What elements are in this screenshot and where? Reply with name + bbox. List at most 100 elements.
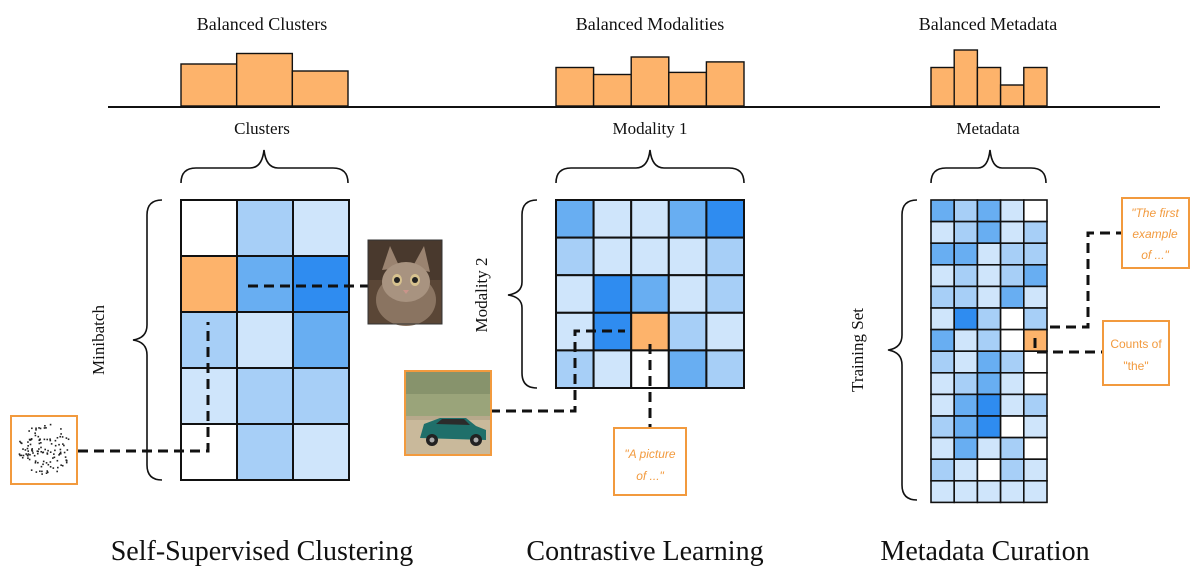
point-cloud-dot <box>30 438 33 441</box>
panel-title-clusters: Balanced Clusters <box>197 14 327 34</box>
cluster-assignment-grid <box>180 199 350 481</box>
histogram-bar <box>953 49 979 107</box>
point-cloud-dot <box>36 452 39 455</box>
grid-cell <box>999 458 1025 482</box>
point-cloud-dot <box>38 427 40 429</box>
point-cloud-dot <box>65 461 68 464</box>
side-brace-minibatch <box>132 199 163 481</box>
point-cloud-dot <box>52 457 54 459</box>
grid-cell <box>292 199 350 257</box>
grid-cell <box>1022 458 1048 482</box>
point-cloud-dot <box>37 461 39 464</box>
point-cloud-dot <box>63 444 65 447</box>
grid-cell <box>667 274 708 314</box>
histogram-bar <box>668 71 708 107</box>
caption-note-box: "A picture of ..." <box>613 427 687 496</box>
grid-cell <box>1022 263 1048 288</box>
counts-note-line-1: Counts of <box>1110 337 1162 351</box>
histogram-bar <box>705 61 745 107</box>
point-cloud-dot <box>34 461 37 464</box>
point-cloud-dot <box>42 460 45 463</box>
grid-cell <box>180 199 238 257</box>
point-cloud-dot <box>46 470 49 472</box>
grid-cell <box>930 371 956 396</box>
grid-cell <box>953 458 979 482</box>
grid-cell <box>705 311 746 352</box>
point-cloud-dot <box>54 449 56 452</box>
grid-cell <box>953 479 979 504</box>
point-cloud-dot <box>41 470 43 473</box>
point-cloud-dot <box>65 437 68 439</box>
grid-cell <box>1022 479 1048 504</box>
side-brace-modality-2 <box>507 199 538 389</box>
grid-cell <box>976 199 1002 223</box>
point-cloud-dot <box>53 453 55 455</box>
grid-cell <box>630 274 670 314</box>
point-cloud-dot <box>49 465 52 468</box>
point-cloud-thumbnail <box>10 415 78 485</box>
grid-cell <box>976 263 1002 288</box>
histogram-bar <box>235 52 294 107</box>
grid-cell <box>999 328 1025 353</box>
grid-cell <box>930 263 956 288</box>
grid-cell <box>236 311 294 369</box>
histogram-modalities <box>555 56 745 107</box>
grid-cell <box>999 436 1025 461</box>
histogram-bar <box>555 66 595 107</box>
point-cloud-dot <box>44 425 46 427</box>
point-cloud-dot <box>60 433 62 435</box>
point-cloud-dot <box>21 456 24 459</box>
point-cloud-dot <box>66 449 69 451</box>
panel-title-modalities: Balanced Modalities <box>576 14 724 34</box>
point-cloud-dot <box>49 438 51 440</box>
grid-cell <box>930 220 956 245</box>
point-cloud-dot <box>54 439 57 442</box>
grid-cell <box>976 350 1002 374</box>
counts-note-line-2: "the" <box>1123 359 1148 373</box>
grid-cell <box>292 311 350 369</box>
point-cloud-dot <box>49 461 52 463</box>
grid-cell <box>999 479 1025 504</box>
dashed-connectors <box>78 231 1122 453</box>
grid-cell <box>236 199 294 257</box>
counts-note-box: Counts of "the" <box>1102 320 1170 386</box>
point-cloud-dot <box>33 454 36 457</box>
point-cloud-dot <box>59 452 62 455</box>
grid-cell <box>953 199 979 223</box>
histogram-bar <box>180 63 238 107</box>
point-cloud-dot <box>47 449 49 452</box>
grid-cell <box>976 436 1002 461</box>
point-cloud-dot <box>39 427 42 430</box>
grid-cell <box>1022 285 1048 309</box>
point-cloud-dot <box>45 472 48 474</box>
side-label-minibatch: Minibatch <box>89 305 108 375</box>
point-cloud-dot <box>50 443 53 445</box>
caption-metadata-curation: Metadata Curation <box>880 536 1089 567</box>
grid-cell <box>630 236 670 277</box>
point-cloud-dot <box>57 466 59 469</box>
grid-cell <box>667 311 708 352</box>
grid-cell <box>976 393 1002 417</box>
grid-cell <box>953 415 979 439</box>
point-cloud-dot <box>58 454 60 456</box>
grid-cell <box>930 242 956 266</box>
grid-cell <box>930 328 956 353</box>
grid-cell <box>1022 436 1048 461</box>
point-cloud-dot <box>34 460 37 462</box>
point-cloud-dots <box>18 423 70 475</box>
grid-cell <box>592 274 633 314</box>
caption-note-line-1: "A picture <box>624 447 675 461</box>
histogram-bar <box>1023 66 1048 107</box>
grid-cell <box>953 242 979 266</box>
point-cloud-dot <box>20 442 23 445</box>
point-cloud-dot <box>27 441 29 443</box>
point-cloud-dot <box>45 462 48 464</box>
grid-cell <box>999 393 1025 417</box>
point-cloud-dot <box>64 456 67 458</box>
grid-cell <box>999 220 1025 245</box>
histogram-clusters <box>180 52 349 107</box>
grid-cell <box>999 242 1025 266</box>
histogram-bar <box>930 66 955 107</box>
point-cloud-dot <box>49 451 52 453</box>
